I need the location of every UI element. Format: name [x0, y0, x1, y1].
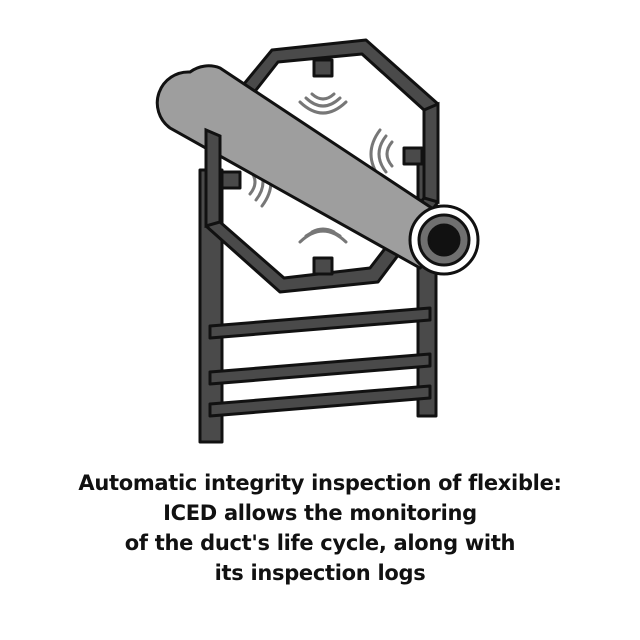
signal-waves-icon: [298, 92, 348, 115]
sensor-icon: [220, 170, 242, 190]
inspection-ring-front: [204, 127, 222, 228]
frame-rung-middle: [208, 352, 432, 386]
sensor-icon: [402, 146, 424, 166]
frame-rung-top: [208, 306, 432, 340]
duct-inspection-illustration: [155, 38, 480, 444]
inspection-ring-front: [422, 101, 440, 204]
pipe-end-bore: [427, 223, 461, 257]
sensor-icon: [312, 58, 334, 78]
flexible-duct-pipe: [155, 64, 480, 276]
caption-line-1: Automatic integrity inspection of flexib…: [78, 471, 562, 495]
signal-waves-icon: [298, 227, 348, 244]
frame-rung-bottom: [208, 384, 432, 418]
caption-line-3: of the duct's life cycle, along with: [124, 531, 516, 555]
sensor-icon: [312, 256, 334, 276]
caption: Automatic integrity inspection of flexib…: [0, 468, 640, 588]
caption-line-2: ICED allows the monitoring: [163, 501, 477, 525]
caption-line-4: its inspection logs: [214, 561, 426, 585]
